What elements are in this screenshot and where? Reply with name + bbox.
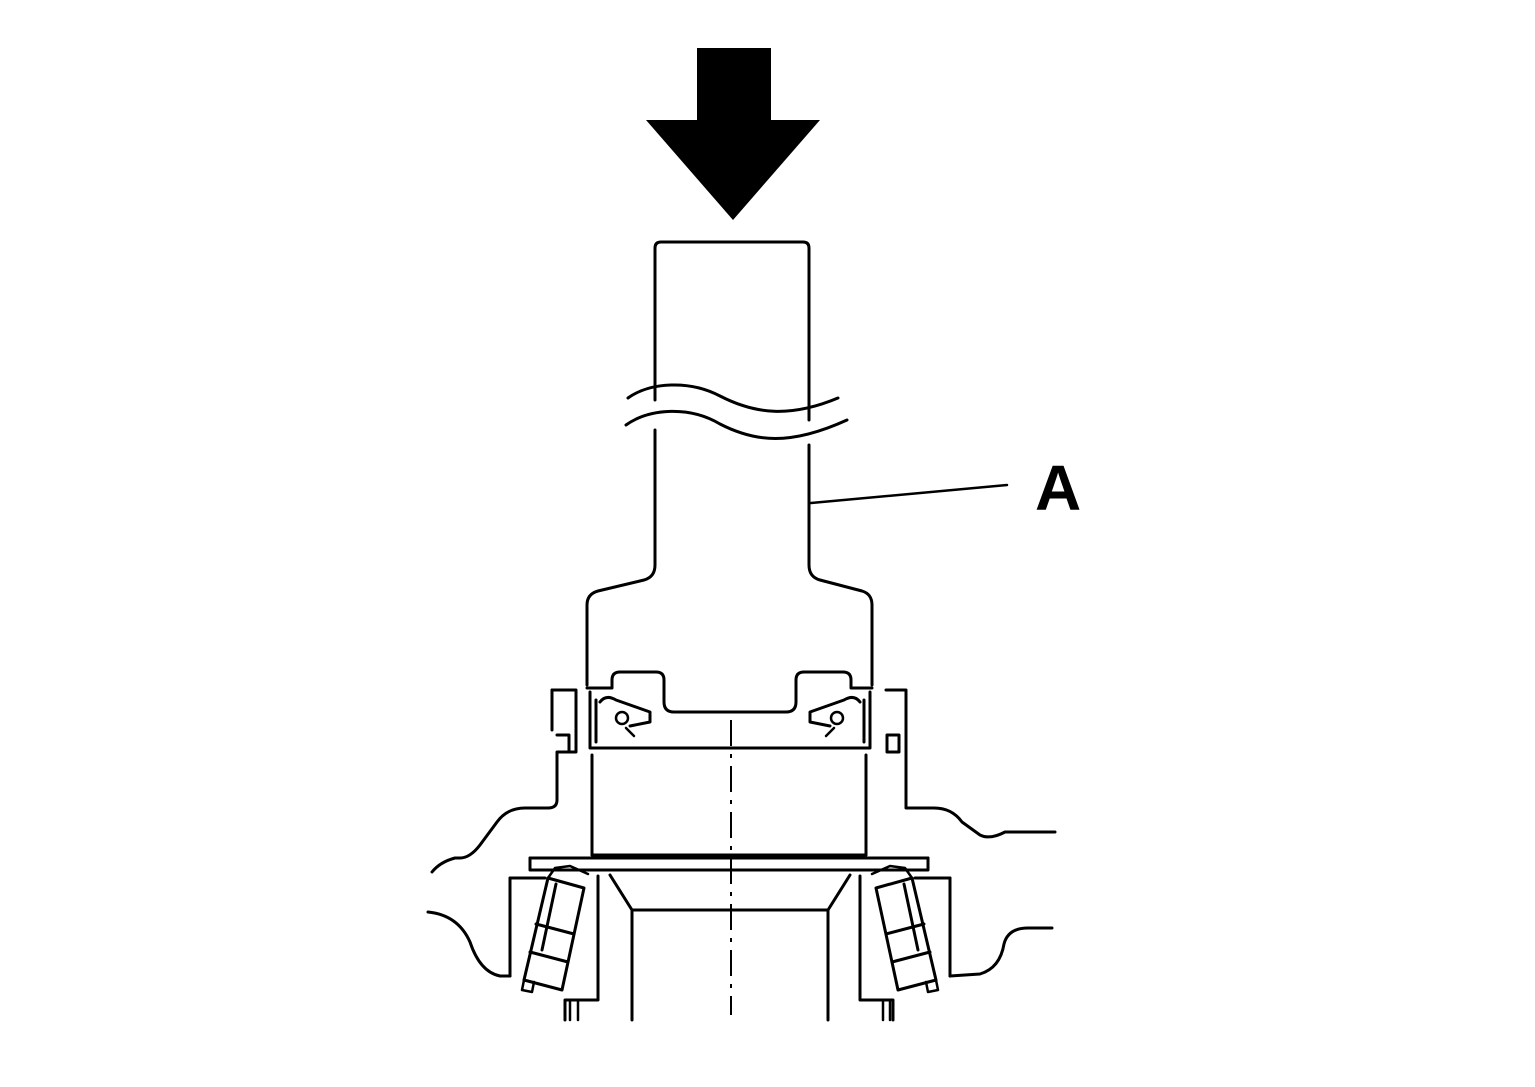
callout-label-a: A (1035, 452, 1081, 524)
break-line (626, 383, 840, 413)
wheel-bearing (426, 853, 1054, 1022)
lower-shaft-stubs (568, 998, 892, 1022)
hub-housing (430, 688, 1057, 874)
bearing-rollers-left (520, 864, 590, 994)
break-line-lower (624, 409, 849, 440)
installer-tool (585, 240, 874, 714)
bearing-rollers-right (870, 864, 940, 994)
oil-seal (588, 690, 872, 750)
callout-leader-line (809, 483, 1009, 505)
press-direction-arrow (646, 48, 820, 220)
